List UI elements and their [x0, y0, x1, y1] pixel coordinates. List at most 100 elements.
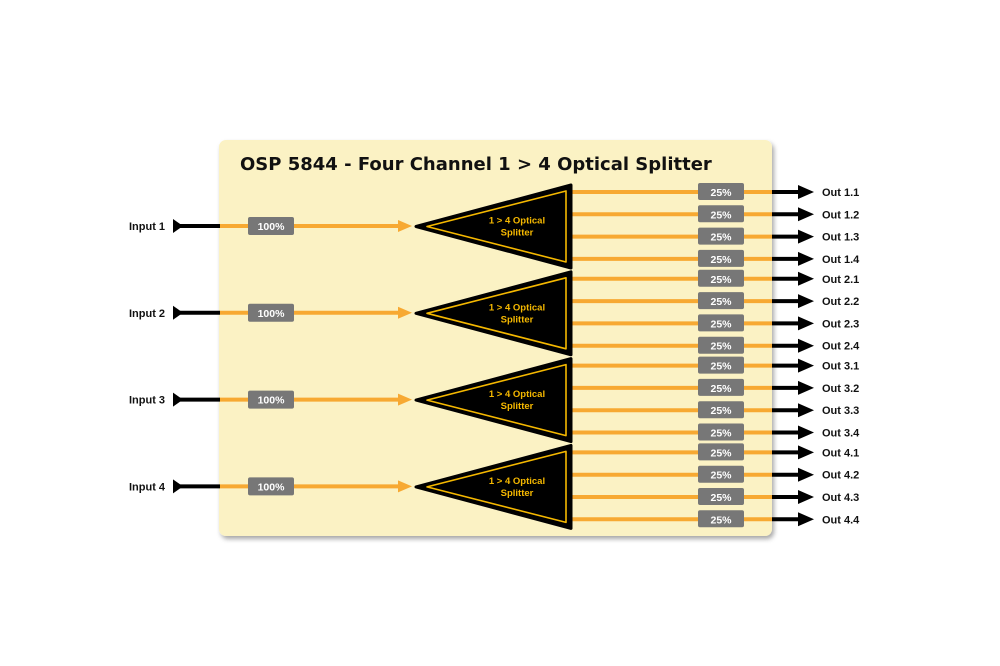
input-label: Input 1: [129, 221, 165, 233]
output-arrow-icon: [798, 338, 814, 353]
output-percent: 25%: [710, 383, 732, 395]
output-arrow-icon: [798, 271, 814, 286]
splitter-triangle: [414, 183, 573, 270]
output-percent-badge: [698, 183, 744, 200]
fiber-arrow-icon: [398, 393, 412, 406]
output-percent: 25%: [710, 341, 732, 353]
output-percent: 25%: [710, 405, 732, 417]
diagram-title: OSP 5844 - Four Channel 1 > 4 Optical Sp…: [240, 154, 712, 175]
output-percent: 25%: [710, 318, 732, 330]
output-percent-badge: [698, 423, 744, 441]
channel-1: Input 1 100% 25% Out 1.1 25% Out 1.2 25% Out 1.…: [129, 183, 860, 270]
output-label: Out 2.2: [822, 296, 859, 308]
output-percent: 25%: [710, 254, 732, 266]
output-percent: 25%: [710, 361, 732, 373]
output-percent: 25%: [710, 187, 732, 199]
output-percent-badge: [698, 443, 744, 461]
output-label: Out 3.3: [822, 405, 859, 417]
splitter-label-line1: 1 > 4 Optical: [489, 216, 545, 227]
fiber-arrow-icon: [398, 306, 412, 319]
fiber-arrow-icon: [398, 480, 412, 493]
output-percent-badge: [698, 401, 744, 419]
output-percent: 25%: [710, 470, 732, 482]
output-arrow-icon: [798, 316, 814, 331]
output-arrow-icon: [798, 512, 814, 527]
input-connector-icon: [173, 305, 183, 320]
output-label: Out 4.1: [822, 447, 859, 459]
input-percent-badge: [248, 477, 294, 496]
splitter-label-line2: Splitter: [501, 401, 534, 412]
channel-4: Input 4 100% 25% Out 4.1 25% Out 4.2 25% Out 4.…: [129, 443, 860, 530]
splitter-border: [426, 363, 567, 437]
output-arrow-icon: [798, 229, 814, 244]
output-percent-badge: [698, 378, 744, 396]
output-label: Out 2.4: [822, 341, 860, 353]
output-label: Out 4.4: [822, 514, 860, 526]
output-label: Out 3.2: [822, 383, 859, 395]
output-arrow-icon: [798, 251, 814, 266]
fiber-arrow-icon: [398, 220, 412, 232]
input-label: Input 2: [129, 308, 165, 320]
output-percent-badge: [698, 205, 744, 223]
diagram-panel: [219, 140, 772, 536]
output-label: Out 2.1: [822, 274, 859, 286]
output-arrow-icon: [798, 425, 814, 440]
output-arrow-icon: [798, 294, 814, 309]
output-arrow-icon: [798, 467, 814, 482]
input-connector-icon: [173, 219, 183, 233]
output-percent-badge: [698, 465, 744, 483]
output-label: Out 3.4: [822, 428, 860, 440]
splitter-label-line2: Splitter: [501, 228, 534, 239]
splitter-label-line1: 1 > 4 Optical: [489, 302, 545, 313]
output-label: Out 1.3: [822, 232, 859, 244]
output-label: Out 1.1: [822, 187, 859, 199]
output-label: Out 2.3: [822, 318, 859, 330]
output-percent-badge: [698, 510, 744, 528]
output-percent: 25%: [710, 209, 732, 221]
output-percent: 25%: [710, 428, 732, 440]
output-arrow-icon: [798, 358, 814, 373]
output-arrow-icon: [798, 207, 814, 222]
splitter-triangle: [414, 357, 573, 444]
output-percent-badge: [698, 488, 744, 505]
splitter-label-line1: 1 > 4 Optical: [489, 476, 545, 487]
output-percent: 25%: [710, 492, 732, 504]
splitter-border: [426, 450, 567, 524]
output-percent-badge: [698, 227, 744, 245]
splitter-label-line1: 1 > 4 Optical: [489, 389, 545, 400]
output-percent-badge: [698, 356, 744, 374]
input-label: Input 3: [129, 395, 165, 407]
splitter-label-line2: Splitter: [501, 314, 534, 325]
output-label: Out 4.2: [822, 470, 859, 482]
output-arrow-icon: [798, 380, 814, 395]
input-percent: 100%: [258, 481, 286, 493]
output-percent: 25%: [710, 274, 732, 286]
output-percent-badge: [698, 314, 744, 332]
input-percent-badge: [248, 390, 294, 409]
input-percent-badge: [248, 303, 294, 322]
output-label: Out 1.4: [822, 254, 860, 266]
output-label: Out 1.2: [822, 209, 859, 221]
output-percent: 25%: [710, 447, 732, 459]
output-percent-badge: [698, 336, 744, 354]
splitter-border: [426, 190, 567, 263]
output-percent: 25%: [710, 514, 732, 526]
splitter-border: [426, 276, 567, 350]
output-percent: 25%: [710, 296, 732, 308]
input-connector-icon: [173, 479, 183, 494]
output-percent-badge: [698, 249, 744, 267]
output-arrow-icon: [798, 185, 814, 199]
splitter-triangle: [414, 443, 573, 530]
output-label: Out 4.3: [822, 492, 859, 504]
output-arrow-icon: [798, 445, 814, 460]
output-percent-badge: [698, 269, 744, 287]
input-percent: 100%: [258, 221, 286, 233]
input-label: Input 4: [129, 481, 166, 493]
input-percent-badge: [248, 217, 294, 235]
output-arrow-icon: [798, 490, 814, 504]
input-percent: 100%: [258, 395, 286, 407]
input-connector-icon: [173, 392, 183, 407]
